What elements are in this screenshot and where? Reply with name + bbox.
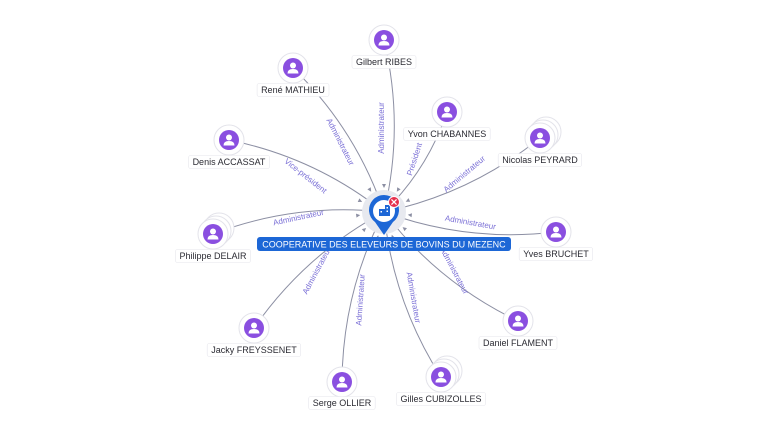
person-name: René MATHIEU — [261, 85, 325, 95]
person-name-bg — [308, 396, 376, 410]
person-name: Gilles CUBIZOLLES — [400, 394, 481, 404]
person-name-bg — [396, 392, 486, 406]
user-icon — [248, 322, 260, 334]
user-icon — [336, 376, 348, 388]
building-icon — [379, 205, 390, 216]
person-name-bg — [497, 153, 583, 167]
person-node-gilbert-ribes[interactable]: Gilbert RIBES — [351, 24, 417, 69]
edge-arrow-gilbert-ribes — [382, 184, 386, 188]
person-name-bg — [188, 155, 270, 169]
person-name-bg — [403, 127, 491, 141]
user-icon — [512, 315, 524, 327]
person-name-bg — [351, 55, 417, 69]
person-name: Gilbert RIBES — [356, 57, 412, 67]
edge-role-label: Administrateur — [377, 102, 386, 154]
person-node-serge-ollier[interactable]: Serge OLLIER — [308, 366, 376, 410]
edge-role-label: Administrateur — [444, 214, 497, 232]
user-icon — [207, 228, 219, 240]
user-icon — [435, 371, 447, 383]
edge-arrow-nicolas-peyrard — [405, 198, 411, 202]
edge-arrow-yves-bruchet — [407, 213, 413, 218]
person-node-daniel-flament[interactable]: Daniel FLAMENT — [478, 305, 558, 350]
person-node-philippe-delair[interactable]: Philippe DELAIR — [175, 212, 251, 263]
edge-role-label: Administrateur — [272, 208, 325, 228]
user-icon — [378, 34, 390, 46]
edge-role-label: Président — [405, 141, 424, 177]
company-name: COOPERATIVE DES ELEVEURS DE BOVINS DU ME… — [262, 239, 506, 249]
person-name: Yvon CHABANNES — [408, 129, 487, 139]
person-node-nicolas-peyrard[interactable]: Nicolas PEYRARD — [497, 116, 583, 167]
person-name: Yves BRUCHET — [523, 249, 589, 259]
people-layer: Gilbert RIBES René MATHIEU Yvon CHABANNES N… — [175, 24, 594, 410]
company-label-bg — [257, 237, 511, 251]
edge-role-label: Administrateur — [405, 271, 423, 324]
person-node-yves-bruchet[interactable]: Yves BRUCHET — [518, 216, 594, 261]
edge-role-label: Vice-président — [283, 157, 329, 196]
person-name: Nicolas PEYRARD — [502, 155, 578, 165]
person-node-yvon-chabannes[interactable]: Yvon CHABANNES — [403, 96, 491, 141]
person-name: Philippe DELAIR — [179, 251, 247, 261]
person-name-bg — [206, 343, 301, 357]
person-node-gilles-cubizolles[interactable]: Gilles CUBIZOLLES — [396, 355, 486, 406]
person-name: Serge OLLIER — [313, 398, 372, 408]
person-name: Daniel FLAMENT — [483, 338, 554, 348]
user-icon — [534, 132, 546, 144]
user-icon — [550, 226, 562, 238]
person-node-rene-mathieu[interactable]: René MATHIEU — [256, 52, 330, 97]
person-name: Denis ACCASSAT — [193, 157, 266, 167]
edge-role-label: Administrateur — [442, 154, 488, 194]
edge-arrow-daniel-flament — [402, 227, 407, 232]
person-node-jacky-freyssenet[interactable]: Jacky FREYSSENET — [206, 312, 301, 357]
edge-arrow-jacky-freyssenet — [361, 228, 367, 233]
person-name-bg — [518, 247, 594, 261]
user-icon — [223, 134, 235, 146]
edge-arrow-philippe-delair — [355, 213, 361, 218]
close-icon[interactable] — [388, 196, 400, 208]
company-node[interactable]: COOPERATIVE DES ELEVEURS DE BOVINS DU ME… — [257, 190, 511, 251]
person-name-bg — [478, 336, 558, 350]
person-name: Jacky FREYSSENET — [211, 345, 297, 355]
edge-arrow-yvon-chabannes — [396, 187, 401, 192]
person-name-bg — [256, 83, 330, 97]
user-icon — [441, 106, 453, 118]
person-node-denis-accassat[interactable]: Denis ACCASSAT — [188, 124, 270, 169]
edge-role-label: Administrateur — [354, 273, 367, 325]
edge-arrow-denis-accassat — [357, 198, 363, 203]
edge-role-label: Administrateur — [301, 246, 333, 296]
edge-arrow-rene-mathieu — [367, 187, 372, 192]
person-name-bg — [175, 249, 251, 263]
user-icon — [287, 62, 299, 74]
edge-role-label: Administrateur — [438, 246, 470, 296]
